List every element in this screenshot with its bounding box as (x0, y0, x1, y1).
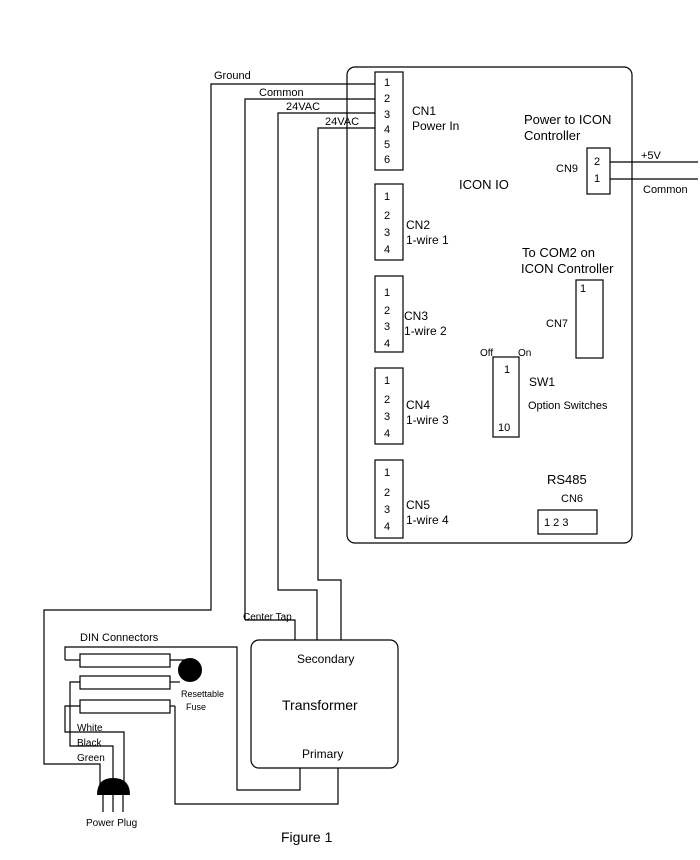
to-com2-label: ICON Controller (521, 261, 614, 276)
vac-wire-b (317, 127, 375, 640)
cn2-connector (374, 183, 404, 261)
rs485-label: RS485 (547, 472, 587, 487)
cn2-pin: 2 (384, 210, 390, 222)
cn2-pin: 1 (384, 191, 390, 203)
vac-wire-a (277, 112, 375, 640)
white-wire-label: White (77, 723, 103, 734)
cn1-desc: Power In (412, 119, 459, 133)
power-to-icon-label: Controller (524, 128, 581, 143)
sw1-label: SW1 (529, 375, 555, 389)
icon-io-board (346, 66, 633, 544)
cn5-pin: 4 (384, 521, 390, 533)
common-wire (244, 98, 375, 620)
transformer-title: Transformer (282, 697, 358, 713)
cn3-pin: 1 (384, 287, 390, 299)
cn4-desc: 1-wire 3 (406, 413, 449, 427)
green-wire-label: Green (77, 753, 105, 764)
cn9-connector (586, 147, 611, 195)
center-tap-label: Center Tap (243, 612, 292, 623)
fuse-label: Fuse (186, 702, 206, 712)
to-com2-label: To COM2 on (522, 245, 595, 260)
cn6-connector (537, 509, 598, 535)
plus5v-label: +5V (641, 150, 662, 162)
common-label: Common (259, 87, 304, 99)
black-wire-label: Black (77, 738, 102, 749)
transformer-primary-label: Primary (302, 747, 343, 761)
resettable-fuse (178, 658, 202, 682)
cn1-pin: 6 (384, 154, 390, 166)
din-connector-1 (79, 653, 171, 668)
transformer (250, 639, 399, 769)
cn1-pin: 1 (384, 77, 390, 89)
cn1-pin: 5 (384, 139, 390, 151)
cn3-pin: 3 (384, 321, 390, 333)
sw1-on-label: On (518, 348, 531, 359)
cn5-label: CN5 (406, 498, 430, 512)
sw1-last-position: 10 (498, 422, 510, 434)
cn7-label: CN7 (546, 318, 568, 330)
cn3-connector (374, 275, 404, 353)
cn6-pins: 1 2 3 (544, 517, 568, 529)
cn2-label: CN2 (406, 218, 430, 232)
cn3-label: CN3 (404, 309, 428, 323)
cn4-pin: 4 (384, 428, 390, 440)
ground-label: Ground (214, 70, 251, 82)
cn5-connector (374, 459, 404, 539)
plug-wire-black (69, 681, 114, 785)
transformer-secondary-label: Secondary (297, 652, 354, 666)
cn1-pin: 3 (384, 109, 390, 121)
board-title: ICON IO (459, 177, 509, 192)
cn7-pin: 1 (580, 283, 586, 295)
cn9-label: CN9 (556, 163, 578, 175)
cn5-pin: 1 (384, 467, 390, 479)
cn9-pin: 1 (594, 173, 600, 185)
cn1-label: CN1 (412, 104, 436, 118)
vac-label-b: 24VAC (325, 116, 359, 128)
power-plug-icon (97, 778, 130, 795)
sw1-first-position: 1 (504, 364, 510, 376)
cn2-pin: 3 (384, 227, 390, 239)
cn1-connector (374, 71, 404, 171)
center-tap-wire (245, 619, 296, 640)
plug-wire-white (64, 705, 125, 785)
vac-label-a: 24VAC (286, 101, 320, 113)
cn5-pin: 3 (384, 504, 390, 516)
cn4-connector (374, 367, 404, 445)
cn1-pin: 2 (384, 93, 390, 105)
cn6-label: CN6 (561, 493, 583, 505)
common-out-label: Common (643, 184, 688, 196)
sw1-off-label: Off (480, 348, 493, 359)
din-connectors-label: DIN Connectors (80, 632, 159, 644)
cn3-pin: 2 (384, 305, 390, 317)
cn4-pin: 2 (384, 394, 390, 406)
cn1-pin: 4 (384, 124, 390, 136)
power-to-icon-label: Power to ICON (524, 112, 611, 127)
sw1-switch-bank (492, 356, 520, 438)
cn4-pin: 1 (384, 375, 390, 387)
cn4-pin: 3 (384, 411, 390, 423)
fuse-label: Resettable (181, 689, 224, 699)
cn2-pin: 4 (384, 244, 390, 256)
cn3-pin: 4 (384, 338, 390, 350)
sw1-desc: Option Switches (528, 400, 608, 412)
cn7-connector (575, 279, 604, 359)
figure-caption: Figure 1 (281, 829, 333, 845)
din-connector-3 (79, 699, 171, 714)
din-connector-2 (79, 675, 171, 690)
cn3-desc: 1-wire 2 (404, 324, 447, 338)
ground-wire (43, 83, 375, 785)
primary-wire-white (174, 706, 339, 805)
cn5-pin: 2 (384, 487, 390, 499)
primary-wire-din (64, 646, 301, 791)
cn9-pin: 2 (594, 156, 600, 168)
power-plug-label: Power Plug (86, 818, 137, 829)
cn2-desc: 1-wire 1 (406, 233, 449, 247)
cn5-desc: 1-wire 4 (406, 513, 449, 527)
cn4-label: CN4 (406, 398, 430, 412)
